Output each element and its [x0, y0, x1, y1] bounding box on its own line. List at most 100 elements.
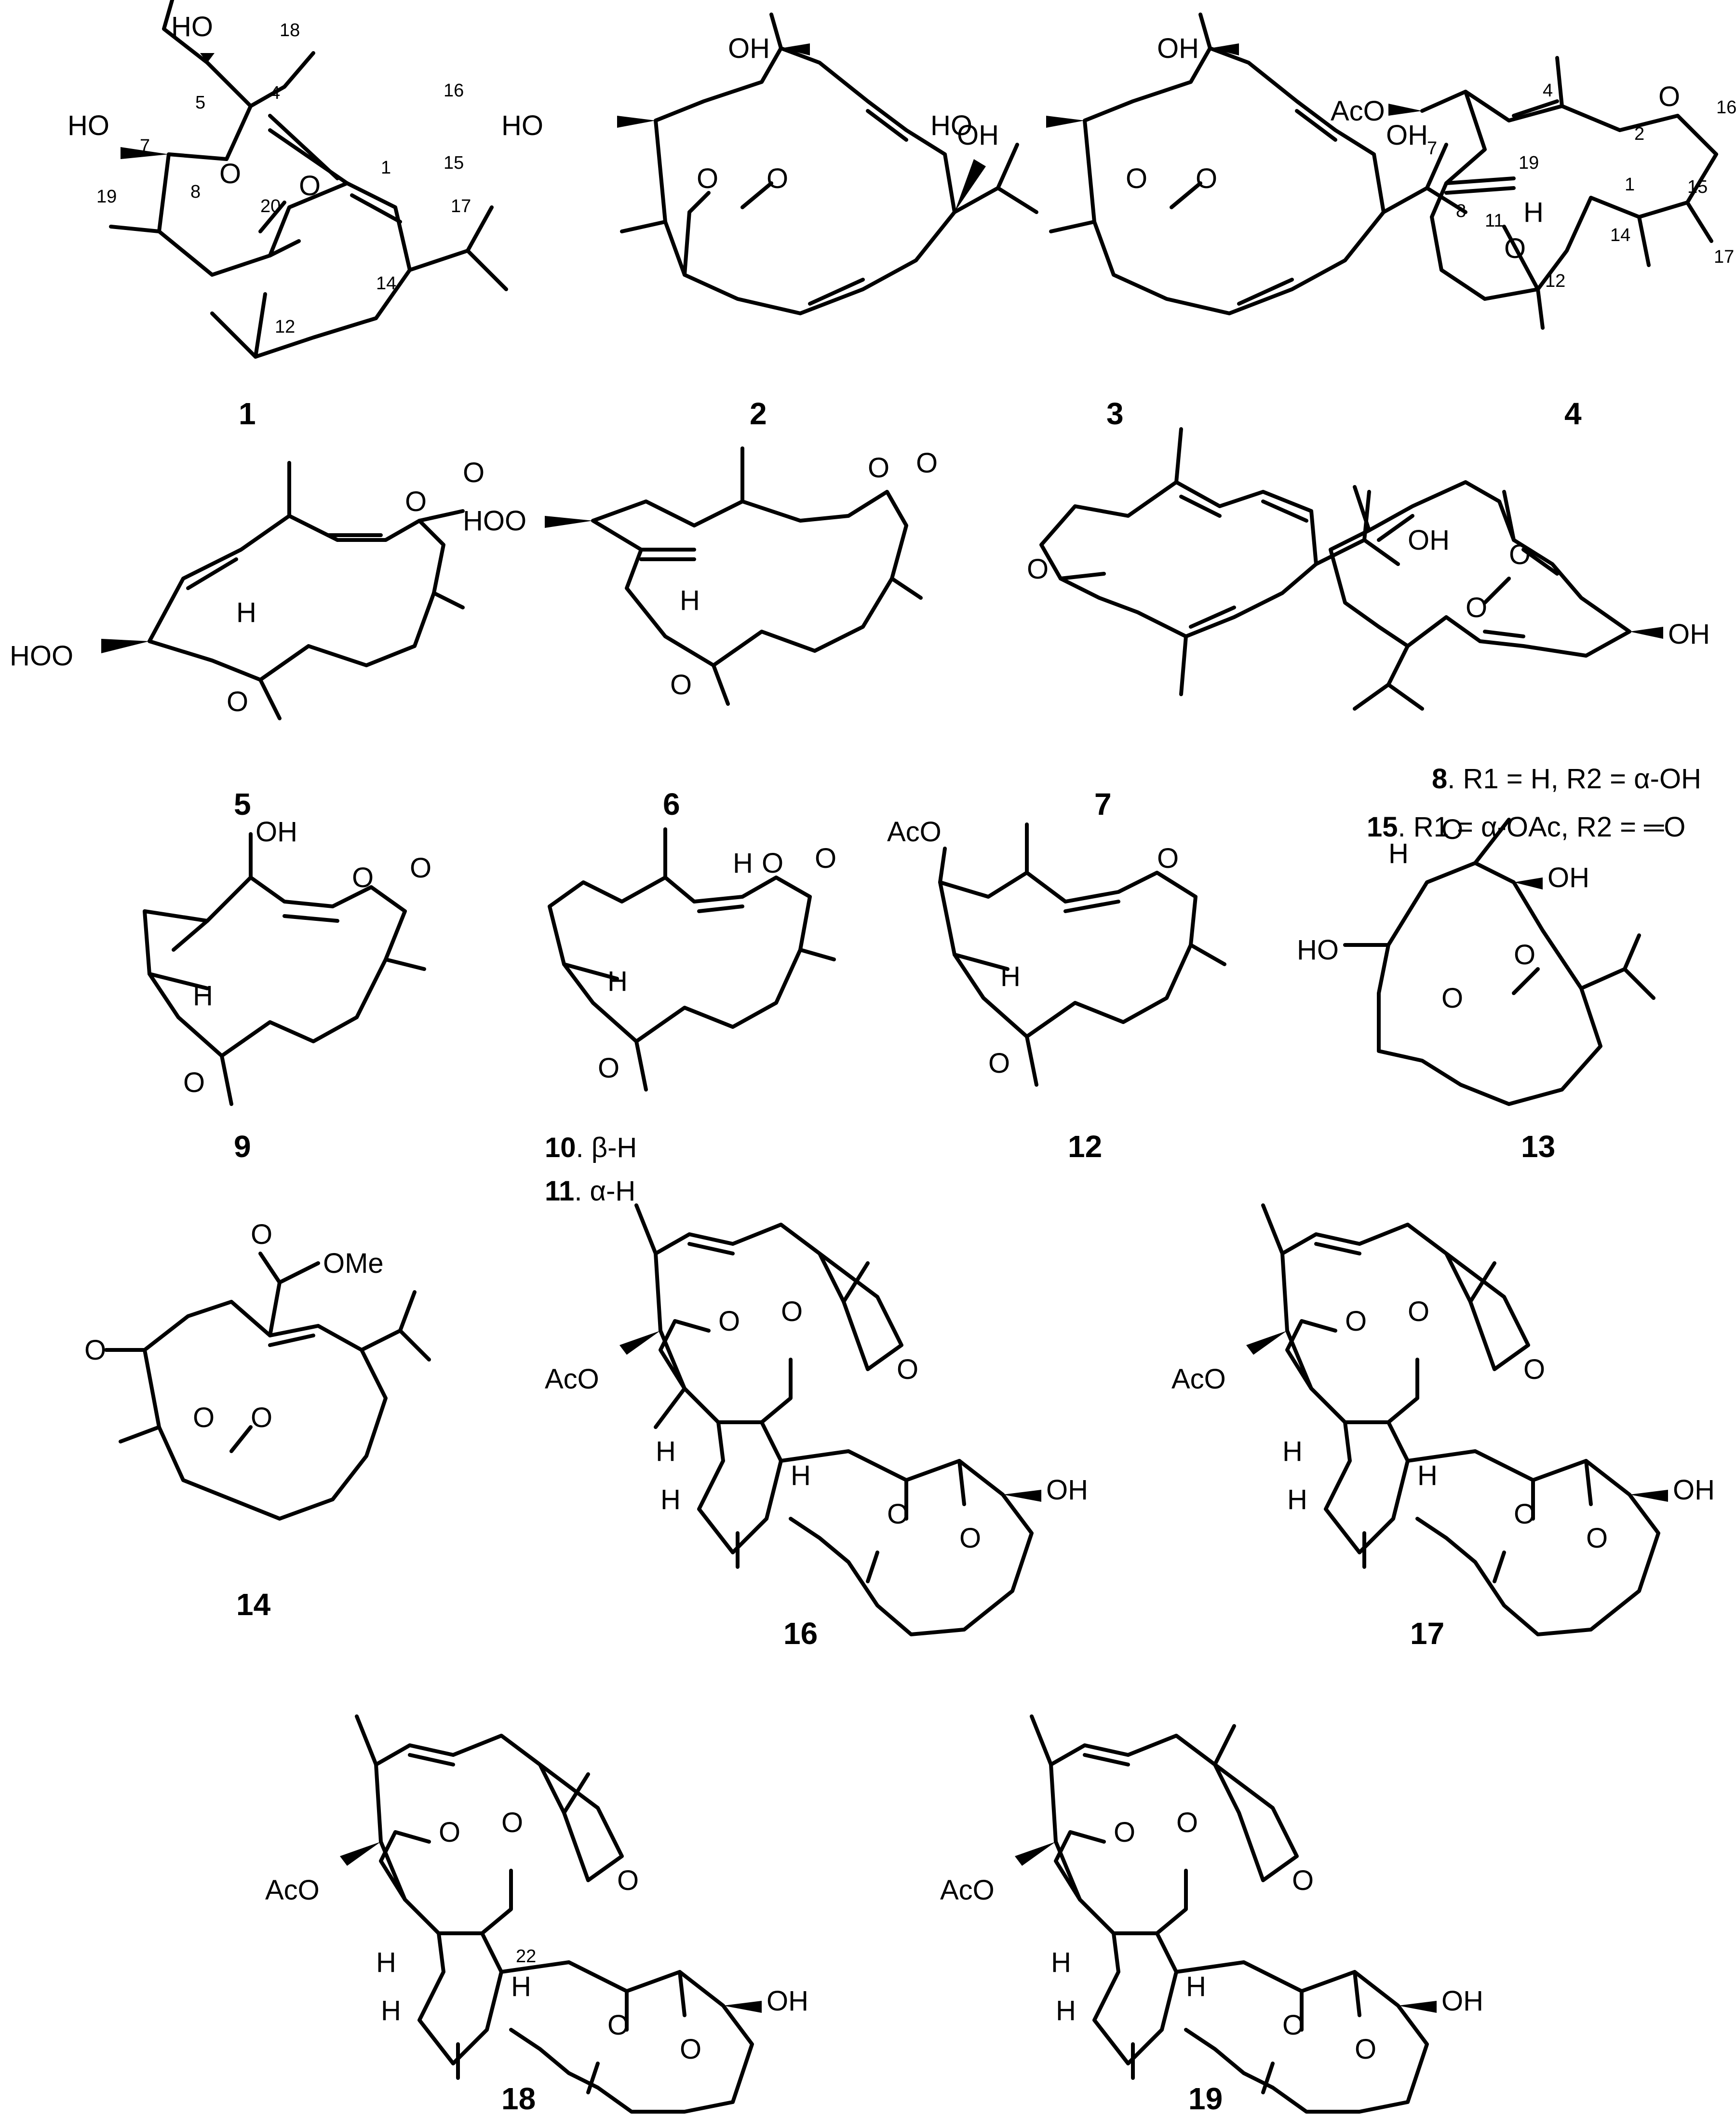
hydroxyl-label: HO: [171, 11, 213, 42]
structure-compound-3: HO OH OH O O 3: [930, 13, 1467, 431]
hydrogen-label: H: [680, 585, 700, 616]
locant-label: 17: [451, 196, 471, 216]
carbonyl-oxygen-label: O: [1196, 163, 1217, 194]
structure-compound-7: O OH 7: [1027, 427, 1450, 822]
locant-label: 22: [516, 1946, 536, 1967]
acetoxy-label: AcO: [1331, 95, 1385, 127]
structure-compound-1: HO HO O O 5 7 8 18 4 16 15 1 17 19 20 14…: [67, 0, 508, 431]
lactone-oxygen-label: O: [762, 848, 783, 879]
epoxide-oxygen-label: O: [988, 1048, 1010, 1079]
hydroxyl-label: OH: [1157, 33, 1199, 64]
locant-label: 8: [190, 182, 201, 202]
locant-label: 20: [260, 196, 281, 216]
lactone-oxygen-label: O: [1441, 983, 1463, 1014]
carbonyl-oxygen-label: O: [1514, 939, 1535, 971]
carbonyl-oxygen-label: O: [916, 447, 938, 479]
compound-number: 19: [1188, 2081, 1223, 2116]
ring-oxygen-label: O: [1157, 843, 1179, 874]
epoxide-oxygen-label: O: [598, 1052, 619, 1084]
carbonyl-oxygen-label: O: [463, 457, 484, 488]
compound-number: 16: [783, 1616, 818, 1651]
hydroxyl-label: OH: [1668, 619, 1710, 650]
hydroxyl-label: OH: [1548, 862, 1589, 893]
carbonyl-oxygen-label: O: [1514, 1498, 1535, 1530]
compound-number: 1: [239, 396, 256, 431]
hydroxyl-label: OH: [728, 33, 770, 64]
hydroxyl-label: OH: [1441, 1985, 1483, 2017]
substituent-note: . R1 = H, R2 = α-OH: [1447, 763, 1701, 795]
hydrogen-label: H: [1523, 197, 1544, 228]
carbonyl-oxygen-label: O: [1176, 1807, 1198, 1838]
structure-compound-14: O O OMe O O 14: [84, 1219, 431, 1622]
hydroxyl-label: HO: [930, 110, 972, 141]
locant-label: 1: [381, 158, 391, 178]
hydrogen-label: H: [791, 1460, 811, 1491]
locant-label: 4: [270, 83, 280, 103]
svg-text:15. R1 = α-OAc, R2 = ═O: 15. R1 = α-OAc, R2 = ═O: [1367, 811, 1685, 843]
compound-number: 17: [1410, 1616, 1444, 1651]
compound-number: 12: [1068, 1129, 1102, 1164]
hydrogen-label: H: [733, 848, 753, 879]
lactone-oxygen-label: O: [1114, 1817, 1135, 1848]
compound-number: 15: [1367, 811, 1398, 843]
lactone-oxygen-label: O: [1355, 2034, 1376, 2065]
locant-label: 16: [444, 81, 464, 101]
hydrogen-label: H: [381, 1995, 401, 2026]
locant-label: 19: [1519, 153, 1539, 173]
locant-label: 12: [1545, 271, 1565, 291]
compound-number: 11: [545, 1175, 574, 1207]
carbonyl-oxygen-label: O: [781, 1296, 803, 1327]
ring-oxygen-label: O: [1658, 81, 1680, 112]
acetoxy-label: AcO: [265, 1874, 320, 1906]
carbonyl-oxygen-label: O: [410, 852, 431, 884]
lactone-oxygen-label: O: [680, 2034, 701, 2065]
lactone-oxygen-label: O: [439, 1817, 460, 1848]
structure-compound-13: O H OH HO O O 13: [1297, 814, 1655, 1164]
ketone-oxygen-label: O: [617, 1865, 639, 1896]
lactone-oxygen-label: O: [352, 862, 374, 893]
structure-compound-10-11: H O O O H 10. β-H 11. α-H: [545, 827, 836, 1207]
compound-number: 2: [750, 396, 767, 431]
lactone-oxygen-label: O: [1466, 592, 1487, 623]
structure-compound-17: AcO O O O OH H H H O O 17: [1171, 1203, 1715, 1651]
ring-oxygen-label: O: [219, 158, 241, 189]
hydroxyl-label: OH: [1386, 120, 1428, 151]
locant-label: 18: [280, 20, 300, 40]
substituent-note: . α-H: [574, 1175, 635, 1207]
compound-number: 6: [663, 787, 680, 822]
ketone-oxygen-label: O: [897, 1354, 918, 1385]
compound-number: 10: [545, 1132, 576, 1163]
carbonyl-oxygen-label: O: [887, 1498, 909, 1530]
locant-label: 4: [1543, 81, 1553, 101]
hydroxyl-label: OH: [1408, 525, 1450, 556]
structure-compound-18: AcO O O O OH H H H 22 O O 18: [265, 1714, 808, 2116]
lactone-oxygen-label: O: [868, 452, 889, 484]
structure-compound-16: AcO O O O OH H H H O O 16: [545, 1203, 1088, 1651]
locant-label: 7: [1427, 138, 1437, 159]
hydrogen-label: H: [511, 1971, 531, 2002]
hydroxyl-label: OH: [256, 816, 297, 848]
ketone-oxygen-label: O: [1523, 1354, 1545, 1385]
ester-oxygen-label: O: [251, 1219, 272, 1250]
hydrogen-label: H: [1282, 1436, 1303, 1467]
hydroxyl-label: HO: [501, 110, 543, 141]
svg-text:11. α-H: 11. α-H: [545, 1175, 635, 1207]
acetoxy-label: AcO: [940, 1874, 995, 1906]
carbonyl-oxygen-label: O: [501, 1807, 523, 1838]
hydroxyl-label: OH: [767, 1985, 808, 2017]
svg-text:10. β-H: 10. β-H: [545, 1132, 637, 1163]
hydroxyl-label: HO: [67, 110, 109, 141]
locant-label: 2: [1634, 124, 1644, 144]
structure-compound-5: HOO O O O H 5: [10, 457, 484, 822]
hydrogen-label: H: [1287, 1484, 1307, 1515]
carbonyl-oxygen-label: O: [299, 170, 321, 202]
hydrogen-label: H: [660, 1484, 681, 1515]
epoxide-oxygen-label: O: [227, 686, 248, 717]
acetoxy-label: AcO: [1171, 1363, 1226, 1395]
compound-number: 4: [1564, 396, 1582, 431]
hydrogen-label: H: [1417, 1460, 1438, 1491]
compound-number: 9: [234, 1129, 251, 1164]
methoxy-label: OMe: [323, 1248, 384, 1279]
structure-compound-9: OH O O O H 9: [143, 816, 431, 1164]
